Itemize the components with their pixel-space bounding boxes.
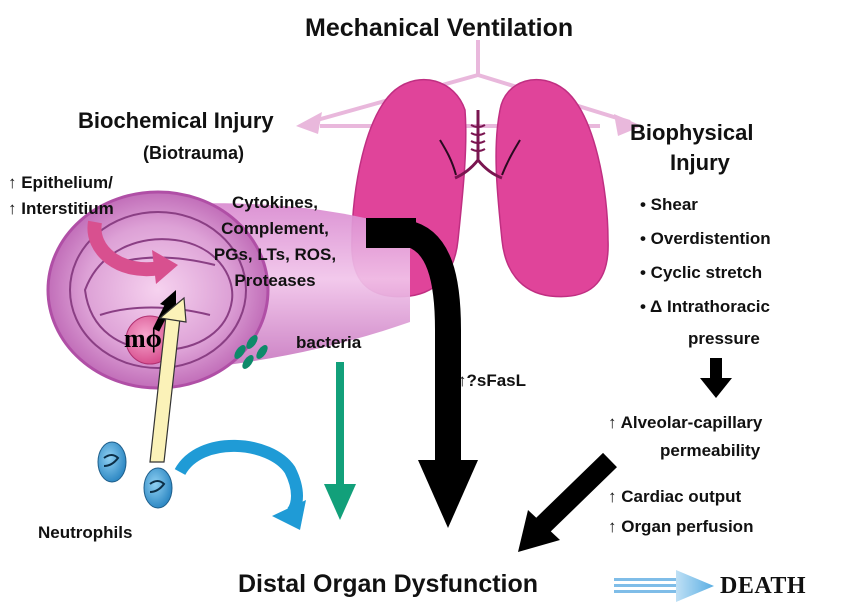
- pressure-black-arrow: [700, 358, 732, 398]
- biophysical-label: Biophysical: [630, 122, 753, 144]
- permeability-label: permeability: [660, 442, 760, 459]
- mediator-cytokines: Cytokines,: [190, 194, 360, 211]
- death-arrow: [614, 570, 714, 602]
- bullet-cyclic-stretch: • Cyclic stretch: [640, 264, 762, 281]
- organ-perfusion-label: ↑ Organ perfusion: [608, 518, 753, 535]
- alveolar-capillary-label: ↑ Alveolar-capillary: [608, 414, 762, 431]
- bullet-overdistention: • Overdistention: [640, 230, 771, 247]
- bullet-pressure-cont: pressure: [688, 330, 760, 347]
- injury-label: Injury: [670, 152, 730, 174]
- bullet-shear: • Shear: [640, 196, 698, 213]
- epithelium-label: ↑ Epithelium/: [8, 174, 113, 191]
- neutrophils-label: Neutrophils: [38, 524, 132, 541]
- biochemical-injury-label: Biochemical Injury: [78, 110, 274, 132]
- bullet-intrathoracic: • Δ Intrathoracic: [640, 298, 770, 315]
- distal-organ-dysfunction-label: Distal Organ Dysfunction: [238, 572, 538, 597]
- cardiac-output-label: ↑ Cardiac output: [608, 488, 741, 505]
- mediator-complement: Complement,: [190, 220, 360, 237]
- title: Mechanical Ventilation: [305, 16, 573, 41]
- right-lung: [496, 80, 608, 297]
- bacteria-teal-arrow: [324, 362, 356, 520]
- perfusion-black-arrow: [518, 460, 610, 552]
- bacteria-label: bacteria: [296, 334, 361, 351]
- mediator-proteases: Proteases: [190, 272, 360, 289]
- mediator-pgs-lts-ros: PGs, LTs, ROS,: [180, 246, 370, 263]
- interstitium-label: ↑ Interstitium: [8, 200, 114, 217]
- macrophage-label: mϕ: [124, 326, 162, 352]
- death-label: DEATH: [720, 574, 806, 598]
- neutrophil-blue-arrow: [180, 446, 306, 530]
- biotrauma-label: (Biotrauma): [143, 144, 244, 162]
- sfasl-label: ↑?sFasL: [458, 372, 526, 389]
